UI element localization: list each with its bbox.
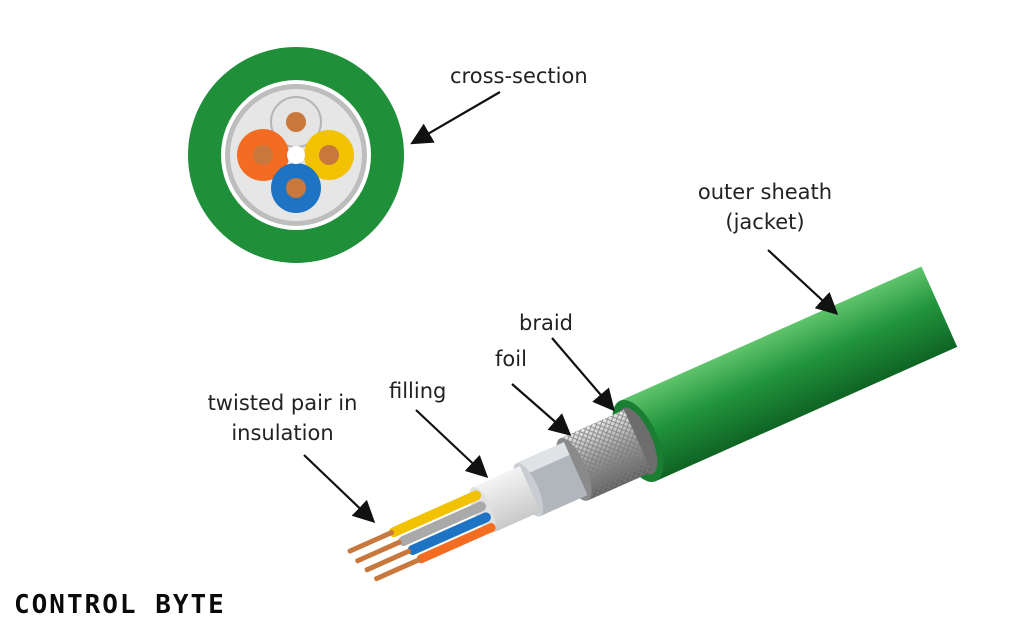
arrow-outer-sheath	[767, 249, 839, 315]
label-twisted-pair: twisted pair in insulation	[195, 388, 370, 448]
label-outer-sheath: outer sheath (jacket)	[690, 177, 840, 237]
label-outer-sheath-line2: (jacket)	[725, 210, 805, 234]
arrow-cross-section	[410, 91, 501, 145]
cross-section-view	[188, 47, 404, 263]
arrow-braid	[551, 337, 615, 412]
control-byte-logo: CONTROL BYTE	[14, 590, 226, 620]
label-cross-section: cross-section	[450, 64, 588, 88]
pair-yellow-side	[388, 490, 482, 538]
arrow-foil	[511, 383, 572, 436]
label-outer-sheath-line1: outer sheath	[697, 180, 833, 204]
arrow-filling	[415, 409, 489, 479]
side-view	[347, 266, 958, 582]
label-filling: filling	[389, 379, 447, 403]
label-arrows	[303, 91, 839, 524]
pair-blue-side	[407, 512, 491, 555]
label-braid: braid	[519, 311, 573, 335]
label-foil: foil	[495, 347, 527, 371]
label-twisted-pair-line1: twisted pair in	[207, 391, 358, 415]
outer-sheath-segment	[619, 266, 958, 482]
label-twisted-pair-line2: insulation	[231, 421, 334, 445]
pair-orange-side	[416, 523, 496, 564]
arrow-twisted-pair	[303, 454, 376, 524]
